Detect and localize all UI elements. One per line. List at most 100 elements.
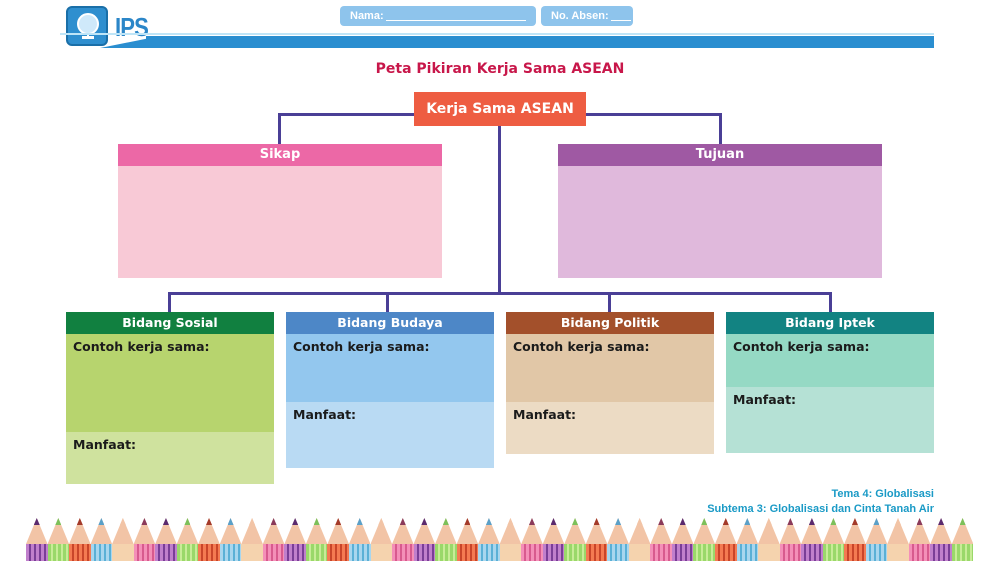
pencil-decoration [887,518,909,561]
pencil-decoration [284,518,306,561]
connector-to-sikap-h [278,113,414,116]
tema-label: Tema 4: Globalisasi [831,488,934,500]
pencil-decoration [198,518,220,561]
page-title: Peta Pikiran Kerja Sama ASEAN [375,61,625,77]
pencil-decoration [133,518,156,561]
pencil-decoration [607,518,629,561]
subject-title: IPS [115,12,149,42]
pencil-decoration [908,518,931,561]
iptek-example-area[interactable]: Contoh kerja sama: [726,334,934,387]
example-label: Contoh kerja sama: [293,339,430,354]
pencil-decoration [779,518,802,561]
globe-icon [77,13,99,35]
pencil-decoration [585,518,608,561]
politik-benefit-area[interactable]: Manfaat: [506,402,714,454]
pencil-decoration [262,518,285,561]
bidang-iptek-box: Bidang Iptek Contoh kerja sama: Manfaat: [726,312,934,453]
budaya-example-area[interactable]: Contoh kerja sama: [286,334,494,402]
pencil-decoration [392,518,414,561]
connector-sosial [168,292,171,312]
example-label: Contoh kerja sama: [513,339,650,354]
connector-budaya [386,292,389,312]
sosial-benefit-area[interactable]: Manfaat: [66,432,274,484]
pencil-decoration [822,518,845,561]
pencil-decoration [951,518,974,561]
bidang-politik-box: Bidang Politik Contoh kerja sama: Manfaa… [506,312,714,454]
ips-logo [66,6,108,46]
connector-politik [608,292,611,312]
pencil-decoration [564,518,586,561]
politik-example-area[interactable]: Contoh kerja sama: [506,334,714,402]
connector-bidang-h [168,292,832,295]
absen-field[interactable]: No. Absen: [541,6,633,26]
connector-to-tujuan-v [719,113,722,144]
pencil-decoration [435,518,457,561]
iptek-benefit-area[interactable]: Manfaat: [726,387,934,453]
pencil-decoration [865,518,888,561]
pencil-decoration [413,518,436,561]
pencil-border [26,518,974,561]
header-bar [146,36,934,48]
globe-stand [82,36,94,39]
pencil-decoration [155,518,177,561]
absen-blank[interactable] [610,9,631,21]
pencil-decoration [305,518,328,561]
pencil-decoration [456,518,479,561]
benefit-label: Manfaat: [293,407,357,422]
bidang-budaya-header: Bidang Budaya [286,312,494,334]
pencil-decoration [521,518,543,561]
header-stripe [60,33,934,35]
name-label: Nama: [350,10,384,22]
pencil-decoration [930,518,952,561]
pencil-decoration [112,518,134,561]
pencil-decoration [693,518,715,561]
benefit-label: Manfaat: [73,437,137,452]
center-node: Kerja Sama ASEAN [414,92,586,126]
pencil-decoration [542,518,565,561]
tujuan-input-area[interactable] [558,166,882,278]
bidang-iptek-header: Bidang Iptek [726,312,934,334]
pencil-decoration [241,518,263,561]
connector-to-tujuan-h [586,113,722,116]
budaya-benefit-area[interactable]: Manfaat: [286,402,494,468]
tujuan-header: Tujuan [558,144,882,166]
sosial-example-area[interactable]: Contoh kerja sama: [66,334,274,432]
pencil-decoration [758,518,780,561]
benefit-label: Manfaat: [513,407,577,422]
pencil-decoration [478,518,500,561]
bidang-sosial-box: Bidang Sosial Contoh kerja sama: Manfaat… [66,312,274,484]
sikap-header: Sikap [118,144,442,166]
pencil-decoration [69,518,91,561]
pencil-decoration [628,518,651,561]
sikap-input-area[interactable] [118,166,442,278]
name-blank[interactable] [385,9,526,21]
pencil-decoration [348,518,371,561]
example-label: Contoh kerja sama: [73,339,210,354]
globe-stem [87,33,89,37]
subtema-label: Subtema 3: Globalisasi dan Cinta Tanah A… [707,503,934,515]
connector-trunk [498,126,501,294]
pencil-decoration [327,518,349,561]
pencil-decoration [801,518,823,561]
name-field[interactable]: Nama: [340,6,536,26]
connector-iptek [829,292,832,312]
sikap-box: Sikap [118,144,442,278]
bidang-sosial-header: Bidang Sosial [66,312,274,334]
bidang-politik-header: Bidang Politik [506,312,714,334]
pencil-decoration [650,518,672,561]
pencil-decoration [844,518,866,561]
pencil-decoration [26,518,48,561]
pencil-decoration [219,518,242,561]
pencil-decoration [176,518,199,561]
pencil-decoration [715,518,737,561]
pencil-decoration [736,518,759,561]
connector-to-sikap-v [278,113,281,144]
tujuan-box: Tujuan [558,144,882,278]
example-label: Contoh kerja sama: [733,339,870,354]
pencil-decoration [370,518,393,561]
pencil-decoration [47,518,70,561]
pencil-decoration [90,518,113,561]
pencil-decoration [499,518,522,561]
benefit-label: Manfaat: [733,392,797,407]
absen-label: No. Absen: [551,10,609,22]
